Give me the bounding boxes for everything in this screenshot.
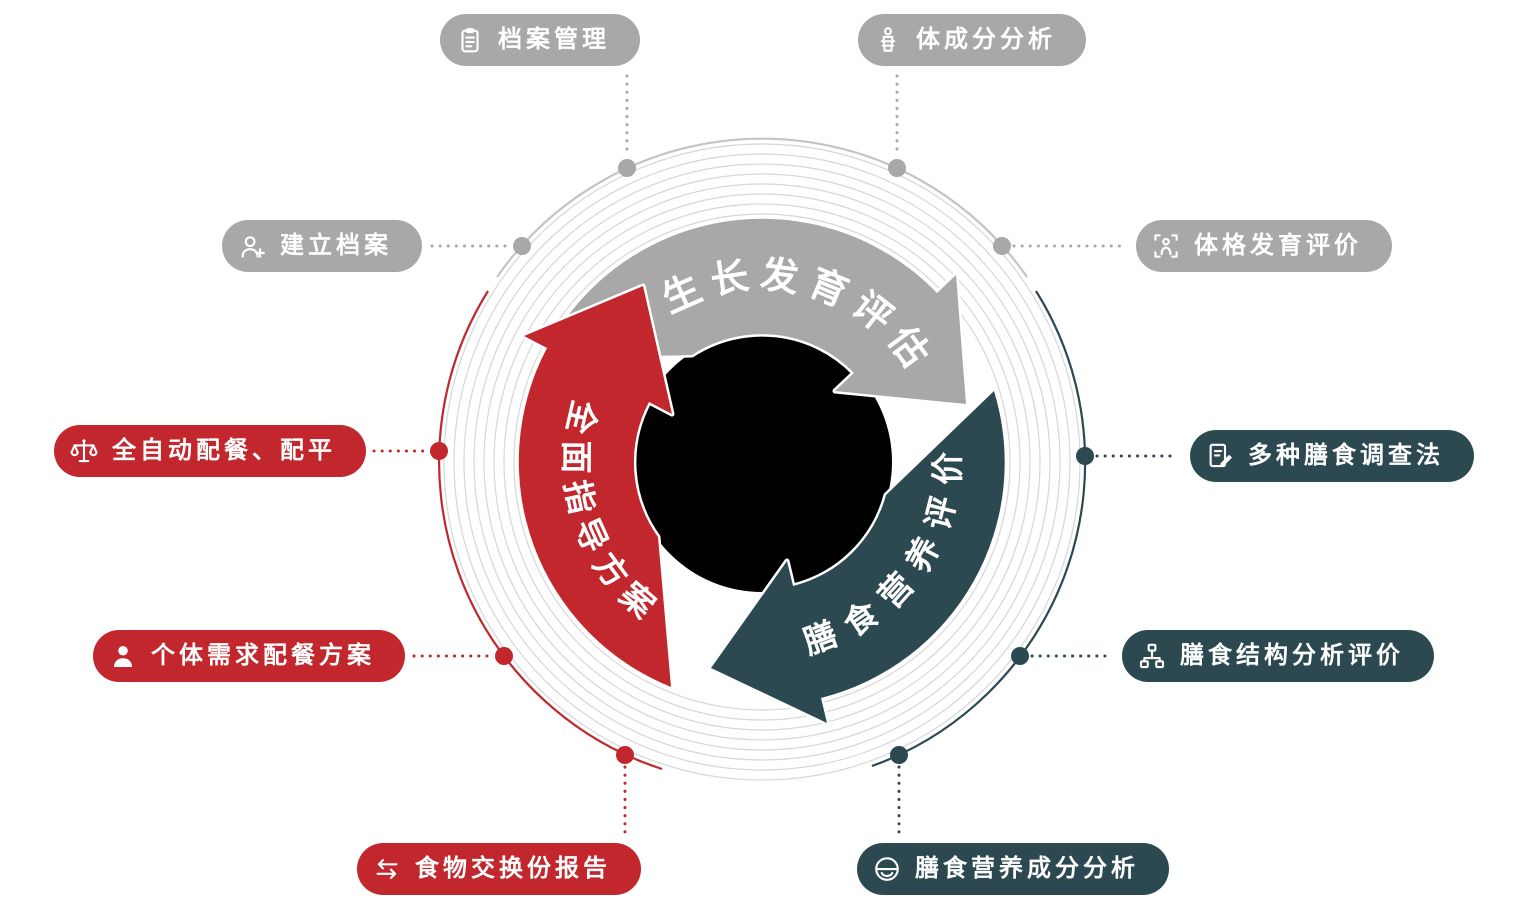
clipboard-icon	[455, 25, 485, 55]
connector-dot	[1011, 647, 1029, 665]
connector-dot	[1076, 447, 1094, 465]
connector-dot	[513, 237, 531, 255]
center-disc	[632, 332, 892, 592]
cycle-arrow-diet-evaluation	[708, 388, 1008, 726]
user-icon	[108, 641, 138, 671]
outer-arc-red	[438, 290, 663, 771]
satellite-pill-label: 档案管理	[498, 26, 610, 53]
satellite-pill-body-composition: 体成分分析	[858, 14, 1086, 66]
satellite-pill-diet-structure-analysis: 膳食结构分析评价	[1122, 630, 1434, 682]
satellite-pill-label: 体格发育评价	[1194, 232, 1362, 259]
survey-pencil-icon	[1205, 441, 1235, 471]
connector-dots	[430, 159, 1094, 764]
connector-dot	[495, 647, 513, 665]
exchange-arrows-icon	[372, 854, 402, 884]
satellite-pill-food-exchange-report: 食物交换份报告	[357, 843, 641, 895]
scales-icon	[69, 436, 99, 466]
outer-arc-teal	[871, 290, 1087, 768]
connector-dot	[430, 442, 448, 460]
satellite-pill-create-archive: 建立档案	[222, 220, 422, 272]
connector-lines	[372, 74, 1180, 838]
satellite-pill-label: 食物交换份报告	[415, 855, 611, 882]
cycle-arrow-growth	[539, 216, 969, 407]
satellite-pill-physique-evaluation: 体格发育评价	[1136, 220, 1392, 272]
satellite-pill-label: 多种膳食调查法	[1248, 442, 1444, 469]
connector-dot	[616, 746, 634, 764]
satellite-pill-label: 体成分分析	[916, 26, 1056, 53]
connector-dot	[993, 237, 1011, 255]
satellite-pill-label: 膳食结构分析评价	[1180, 642, 1404, 669]
body-composition-icon	[873, 25, 903, 55]
bowl-icon	[872, 854, 902, 884]
satellite-pill-label: 建立档案	[280, 232, 392, 259]
connector-dot	[618, 159, 636, 177]
satellite-pill-nutrient-composition-analysis: 膳食营养成分分析	[857, 843, 1169, 895]
measure-frame-icon	[1151, 231, 1181, 261]
outer-arc-gray	[496, 137, 1028, 278]
add-user-icon	[237, 231, 267, 261]
structure-chart-icon	[1137, 641, 1167, 671]
satellite-pill-diet-survey-methods: 多种膳食调查法	[1190, 430, 1474, 482]
cycle-arrow-guidance-plan	[516, 283, 675, 690]
connector-dot	[890, 746, 908, 764]
satellite-pill-label: 全自动配餐、配平	[112, 437, 336, 464]
satellite-pill-auto-meal-balance: 全自动配餐、配平	[54, 425, 366, 477]
satellite-pill-archive-management: 档案管理	[440, 14, 640, 66]
connector-dot	[888, 159, 906, 177]
satellite-pill-label: 膳食营养成分分析	[915, 855, 1139, 882]
satellite-pill-individual-meal-plan: 个体需求配餐方案	[93, 630, 405, 682]
satellite-pill-label: 个体需求配餐方案	[151, 642, 375, 669]
